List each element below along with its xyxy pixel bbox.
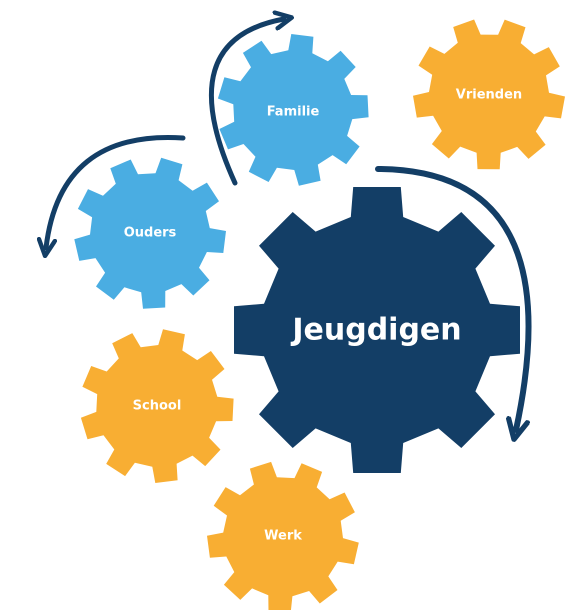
- gear-ouders: Ouders: [74, 157, 226, 309]
- arrow-familie-to-top: [208, 19, 284, 186]
- arrow-jeugdigen-right: [375, 166, 532, 430]
- gear-familie: Familie: [217, 34, 369, 186]
- gear-werk-shape: [207, 461, 359, 610]
- gear-familie-label: Familie: [267, 105, 320, 120]
- gear-jeugdigen-label: Jeugdigen: [290, 313, 461, 348]
- arrow-ouders-to-left: [46, 134, 186, 248]
- gear-ouders-shape: [74, 157, 226, 309]
- gear-vrienden: Vrienden: [413, 19, 565, 170]
- gear-werk: Werk: [207, 461, 359, 610]
- gear-school-label: School: [133, 399, 182, 414]
- gear-school-shape: [80, 329, 234, 483]
- gear-vrienden-label: Vrienden: [456, 88, 522, 103]
- gear-jeugdigen: Jeugdigen: [234, 187, 520, 473]
- gear-ouders-label: Ouders: [124, 226, 177, 241]
- gear-vrienden-shape: [413, 19, 565, 170]
- gear-jeugdigen-shape: [234, 187, 520, 473]
- gear-familie-shape: [217, 34, 369, 186]
- gear-werk-label: Werk: [264, 529, 302, 544]
- gear-school: School: [80, 329, 234, 483]
